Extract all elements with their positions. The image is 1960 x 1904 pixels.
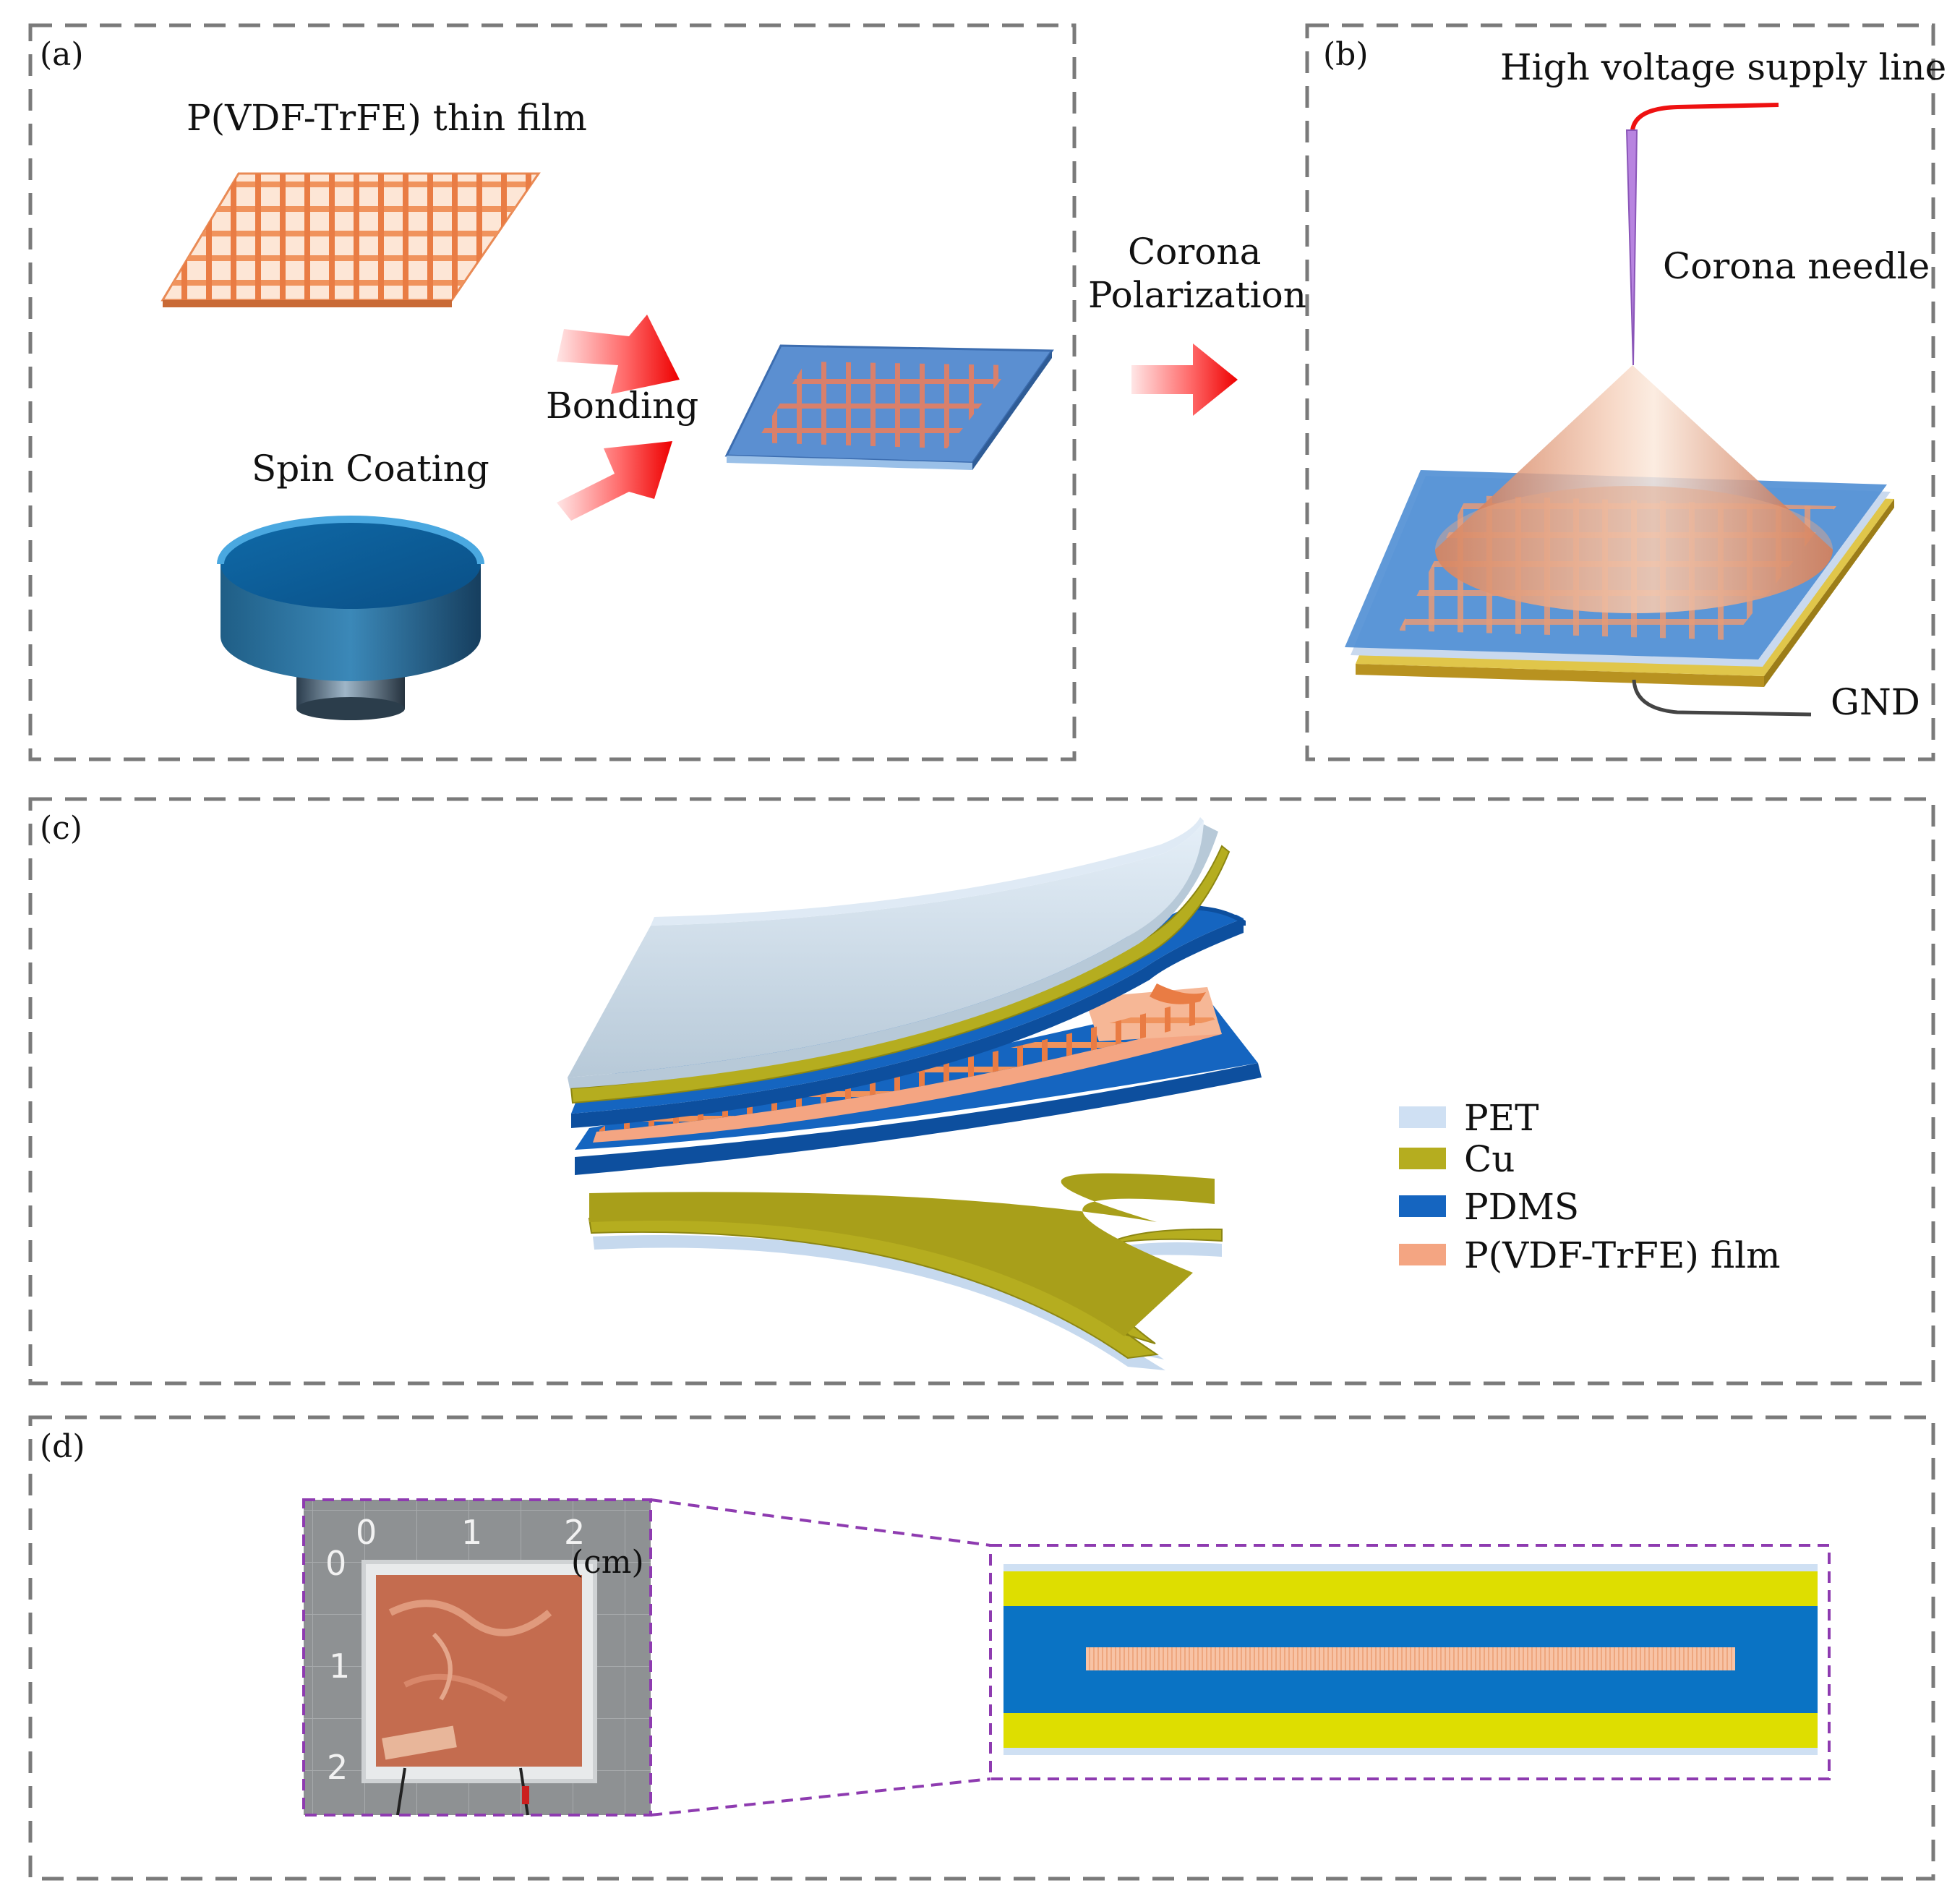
spin-coating-label: Spin Coating <box>252 448 489 490</box>
legend-swatch-film <box>1399 1244 1446 1265</box>
legend-swatch-pdms <box>1399 1195 1446 1217</box>
corona-polarization-arrow <box>1131 343 1238 416</box>
corona-label-line1: Corona <box>1128 231 1261 273</box>
hv-line-label: High voltage supply line <box>1500 46 1946 88</box>
bonding-arrow-top <box>557 315 680 394</box>
bonded-device <box>727 346 1052 470</box>
bonding-arrow-bottom <box>557 441 672 521</box>
legend-label-pdms: PDMS <box>1464 1186 1579 1228</box>
legend-swatch-cu <box>1399 1148 1446 1169</box>
pvdf-mesh-film <box>163 174 539 307</box>
cross-section <box>1003 1564 1818 1755</box>
spin-coater <box>221 519 481 720</box>
needle-label: Corona needle <box>1663 245 1930 287</box>
panel-a-label: (a) <box>40 36 84 73</box>
legend-label-pet: PET <box>1464 1097 1539 1139</box>
bonding-label: Bonding <box>546 385 698 427</box>
legend: PET Cu PDMS P(VDF-TrFE) film <box>1399 1097 1781 1276</box>
film-label: P(VDF-TrFE) thin film <box>187 97 587 139</box>
legend-swatch-pet <box>1399 1106 1446 1128</box>
gnd-label: GND <box>1831 681 1920 723</box>
flexible-stack <box>568 817 1262 1370</box>
corona-label-line2: Polarization <box>1088 274 1306 316</box>
high-voltage-line <box>1632 105 1779 130</box>
legend-item-film: P(VDF-TrFE) film <box>1399 1234 1781 1276</box>
panel-d-label: (d) <box>40 1428 85 1465</box>
corona-needle <box>1627 130 1637 365</box>
panel-c-label: (c) <box>40 810 82 847</box>
legend-item-cu: Cu <box>1399 1138 1515 1180</box>
legend-label-film: P(VDF-TrFE) film <box>1464 1234 1781 1276</box>
legend-label-cu: Cu <box>1464 1138 1515 1180</box>
panel-b-label: (b) <box>1323 36 1369 73</box>
ruler-y-2: 2 <box>327 1748 348 1787</box>
zoom-line-top <box>651 1500 990 1545</box>
ruler-y-1: 1 <box>329 1647 350 1686</box>
ruler-x-1: 1 <box>461 1513 482 1552</box>
ruler-x-0: 0 <box>356 1513 377 1552</box>
ruler-unit: (cm) <box>571 1544 644 1581</box>
zoom-line-bottom <box>651 1779 990 1815</box>
legend-item-pet: PET <box>1399 1097 1539 1139</box>
legend-item-pdms: PDMS <box>1399 1186 1579 1228</box>
ruler-y-0: 0 <box>325 1544 346 1583</box>
